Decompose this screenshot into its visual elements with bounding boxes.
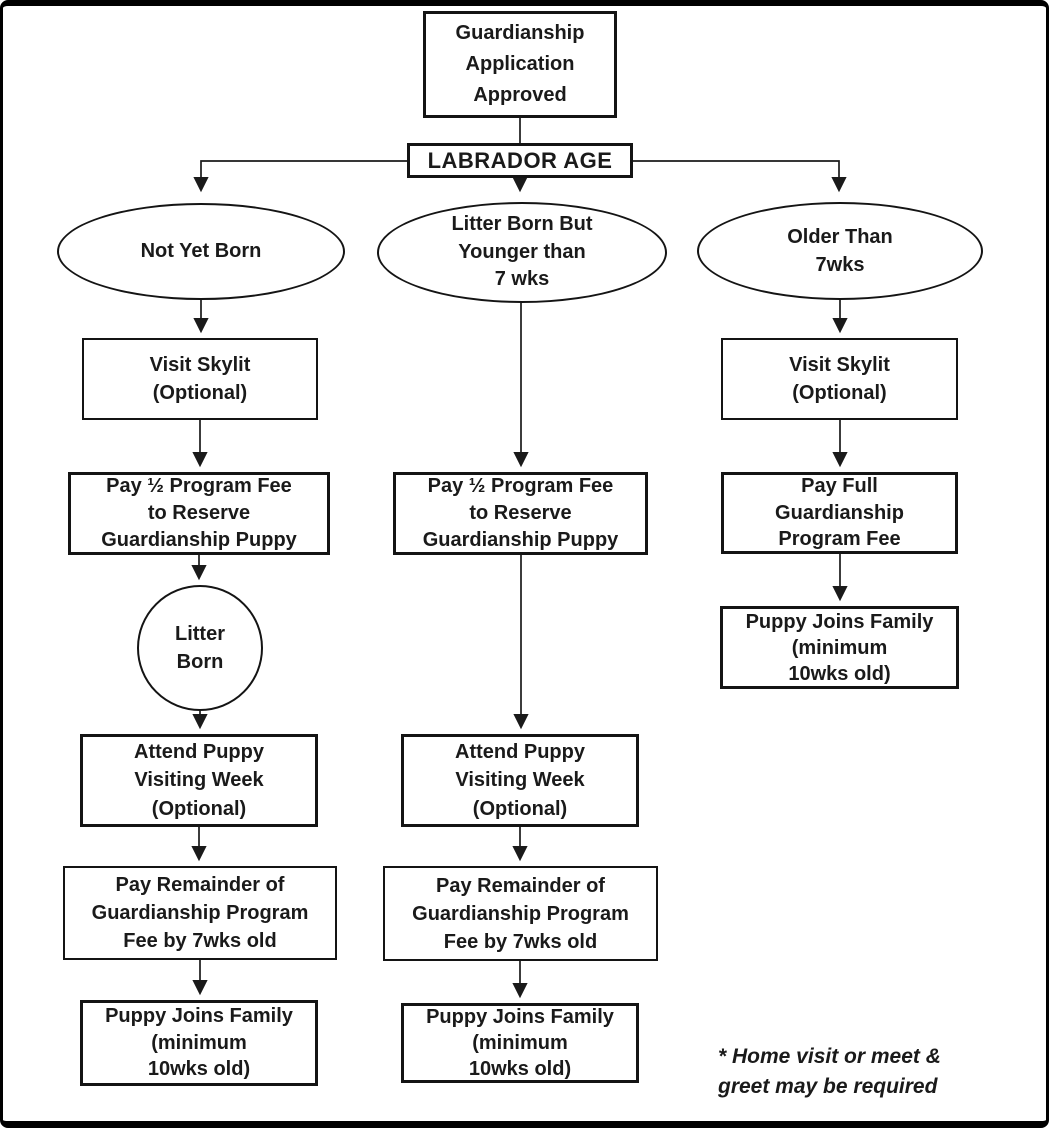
step-attend-visiting-week-left: Attend Puppy Visiting Week (Optional) (80, 734, 318, 827)
step-puppy-joins-family-middle: Puppy Joins Family (minimum 10wks old) (401, 1003, 639, 1083)
footnote-home-visit-note: * Home visit or meet & greet may be requ… (718, 1045, 941, 1098)
condition-ellipse-litter-born-younger: Litter Born But Younger than 7 wks (377, 202, 667, 303)
condition-ellipse-older-than-7wks: Older Than 7wks (697, 202, 983, 300)
step-puppy-joins-family-left: Puppy Joins Family (minimum 10wks old) (80, 1000, 318, 1086)
step-pay-remainder-middle: Pay Remainder of Guardianship Program Fe… (383, 866, 658, 961)
event-circle-litter-born: Litter Born (137, 585, 263, 711)
step-pay-half-fee-middle: Pay ½ Program Fee to Reserve Guardianshi… (393, 472, 648, 555)
step-pay-half-fee-left: Pay ½ Program Fee to Reserve Guardianshi… (68, 472, 330, 555)
step-pay-remainder-left: Pay Remainder of Guardianship Program Fe… (63, 866, 337, 960)
step-visit-skylit-left: Visit Skylit (Optional) (82, 338, 318, 420)
start-node-guardianship-approved: Guardianship Application Approved (423, 11, 617, 118)
arrow-decision-to-left (193, 160, 407, 193)
condition-ellipse-not-yet-born: Not Yet Born (57, 203, 345, 300)
step-attend-visiting-week-middle: Attend Puppy Visiting Week (Optional) (401, 734, 639, 827)
decision-node-labrador-age: LABRADOR AGE (407, 143, 633, 178)
arrow-decision-to-right (633, 160, 847, 193)
step-puppy-joins-family-right: Puppy Joins Family (minimum 10wks old) (720, 606, 959, 689)
step-visit-skylit-right: Visit Skylit (Optional) (721, 338, 958, 420)
step-pay-full-fee-right: Pay Full Guardianship Program Fee (721, 472, 958, 554)
connector-group (191, 118, 848, 999)
